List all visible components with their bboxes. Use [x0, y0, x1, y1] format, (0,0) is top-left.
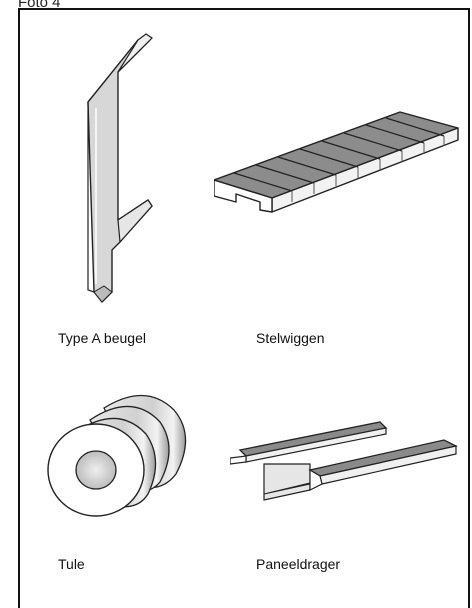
tule-figure	[46, 382, 206, 522]
caption-tule: Tule	[58, 556, 85, 572]
wedge-strip-icon	[214, 111, 459, 213]
paneeldrager-figure	[230, 420, 458, 506]
caption-type-a-beugel: Type A beugel	[58, 330, 146, 346]
photo-label: Foto 4	[18, 0, 61, 11]
panel-carrier-icon	[230, 421, 458, 501]
bracket-icon	[87, 33, 153, 303]
sleeve-icon	[47, 394, 187, 517]
caption-paneeldrager: Paneeldrager	[256, 556, 341, 572]
type-a-beugel-figure	[86, 30, 166, 310]
stelwiggen-figure	[214, 106, 460, 220]
caption-stelwiggen: Stelwiggen	[256, 330, 325, 346]
figure-frame	[18, 8, 470, 608]
